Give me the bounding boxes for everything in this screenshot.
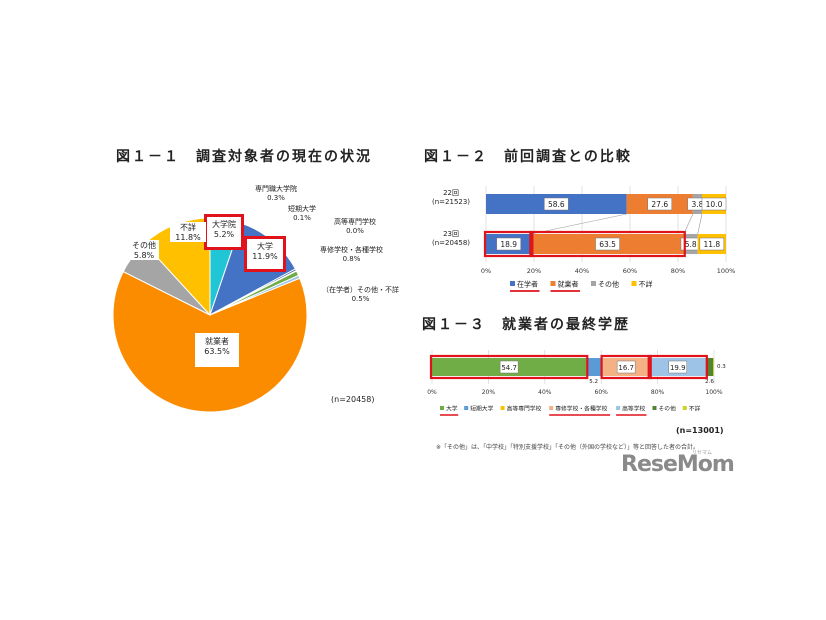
edu-xtick-5: 100%: [705, 389, 722, 396]
compare-value-0-2: 3.8: [691, 200, 703, 209]
compare-xtick-2: 40%: [575, 267, 589, 275]
edu-label-box-0: [499, 360, 519, 374]
edu-legend-4: 高等学校: [622, 405, 645, 413]
edu-label-box-3: [616, 360, 636, 374]
edu-legend-swatch-4: [616, 406, 621, 410]
edu-legend-swatch-0: [440, 406, 444, 410]
edu-legend-6: 不詳: [689, 405, 701, 413]
compare-chart-title: 図１－２ 前回調査との比較: [424, 149, 632, 165]
edu-bar-5: [705, 358, 714, 376]
compare-legend-3: 不詳: [639, 280, 653, 289]
pie-label-tanki: 短期大学 0.1%: [288, 205, 316, 222]
compare-legend-1: 就業者: [558, 280, 579, 289]
compare-connector-2: [697, 213, 703, 235]
pie-label-daigakuin: 大学院 5.2%: [204, 214, 244, 250]
compare-legend-swatch-0: [510, 281, 515, 286]
edu-legend-swatch-2: [500, 406, 505, 410]
compare-value-1-1: 63.5: [599, 240, 616, 249]
compare-legend-0: 在学者: [517, 280, 538, 289]
compare-value-0-0: 58.6: [548, 200, 565, 209]
compare-label-box-0-1: [647, 197, 673, 211]
edu-value-4: 19.9: [670, 364, 686, 372]
compare-connector-1: [683, 213, 694, 235]
edu-value-3: 16.7: [618, 364, 634, 372]
compare-xtick-1: 20%: [527, 267, 541, 275]
compare-value-0-1: 27.6: [651, 200, 668, 209]
compare-legend-swatch-2: [591, 281, 596, 286]
edu-xtick-2: 40%: [538, 389, 552, 396]
edu-legend-swatch-1: [464, 406, 469, 410]
compare-label-box-0-3: [701, 197, 727, 211]
compare-xtick-4: 80%: [671, 267, 685, 275]
pie-chart-title: 図１－１ 調査対象者の現在の状況: [116, 149, 372, 165]
compare-value-0-3: 10.0: [706, 200, 723, 209]
pie-label-zaigaku-other: （在学者）その他・不詳 0.5%: [322, 286, 399, 303]
education-note: ※「その他」は、「中学校」「特別支援学校」「その他（外国の学校など）」等と回答し…: [436, 444, 700, 451]
compare-label-box-1-0: [496, 237, 521, 251]
edu-xtick-4: 80%: [651, 389, 665, 396]
compare-label-box-1-1: [595, 237, 620, 251]
compare-value-1-0: 18.9: [500, 240, 517, 249]
edu-highlight-0: [429, 354, 589, 380]
edu-legend-swatch-5: [652, 406, 657, 410]
compare-legend-2: その他: [598, 280, 619, 289]
compare-connector-0: [531, 213, 627, 235]
compare-legend-swatch-3: [631, 281, 637, 286]
compare-xtick-5: 100%: [717, 267, 736, 275]
pie-label-kosen: 高等専門学校 0.0%: [334, 218, 376, 235]
edu-value-6: 0.3: [717, 364, 726, 370]
edu-highlight-1: [600, 354, 652, 380]
pie-label-shugyo: 就業者 63.5%: [195, 333, 239, 367]
edu-legend-0: 大学: [446, 405, 458, 413]
pie-label-fusho: 不詳 11.8%: [170, 222, 206, 242]
pie-label-sonota: その他 5.8%: [129, 240, 159, 260]
compare-xtick-0: 0%: [481, 267, 491, 275]
edu-bar-1: [586, 358, 601, 376]
edu-bar-6: [713, 358, 714, 376]
education-n-label: (n=13001): [676, 426, 724, 435]
compare-highlight-0: [483, 230, 534, 258]
compare-legend-swatch-1: [550, 281, 556, 286]
edu-legend-swatch-6: [682, 406, 687, 410]
compare-cat-23: 23回 (n=20458): [432, 230, 471, 247]
resemom-logo: ReseMom: [621, 452, 735, 477]
education-chart-title: 図１－３ 就業者の最終学歴: [422, 317, 630, 333]
compare-xtick-3: 60%: [623, 267, 637, 275]
pie-label-senshu: 専修学校・各種学校 0.8%: [320, 246, 383, 263]
compare-value-1-3: 11.8: [703, 240, 720, 249]
compare-value-1-2: 5.8: [685, 240, 697, 249]
pie-label-senmonshoku: 専門職大学院 0.3%: [255, 185, 297, 202]
edu-highlight-2: [647, 354, 708, 380]
edu-xtick-1: 20%: [482, 389, 496, 396]
edu-label-box-4: [668, 360, 688, 374]
compare-label-box-0-0: [544, 197, 569, 211]
edu-xtick-0: 0%: [427, 389, 437, 396]
edu-value-1: 5.2: [589, 379, 598, 385]
edu-xtick-3: 60%: [595, 389, 609, 396]
edu-legend-3: 専修学校・各種学校: [555, 405, 607, 413]
pie-label-daigaku: 大学 11.9%: [244, 236, 286, 272]
education-chart: 0% 20% 40% 60% 80% 100% 54.7 5.2 16.7 19.9 2.6 0.3 大…: [427, 350, 726, 416]
edu-value-0: 54.7: [501, 364, 517, 372]
edu-legend-swatch-3: [549, 406, 554, 410]
compare-label-box-1-3: [699, 237, 725, 251]
logo-ruby: リセマム: [692, 450, 713, 456]
compare-cat-22: 22回 (n=21523): [432, 189, 471, 206]
edu-legend-5: その他: [659, 405, 677, 413]
edu-legend-1: 短期大学: [470, 405, 493, 413]
compare-highlight-1: [529, 230, 686, 258]
edu-value-5: 2.6: [705, 379, 714, 385]
pie-n-label: (n=20458): [331, 395, 375, 404]
edu-legend-2: 高等専門学校: [507, 405, 542, 413]
